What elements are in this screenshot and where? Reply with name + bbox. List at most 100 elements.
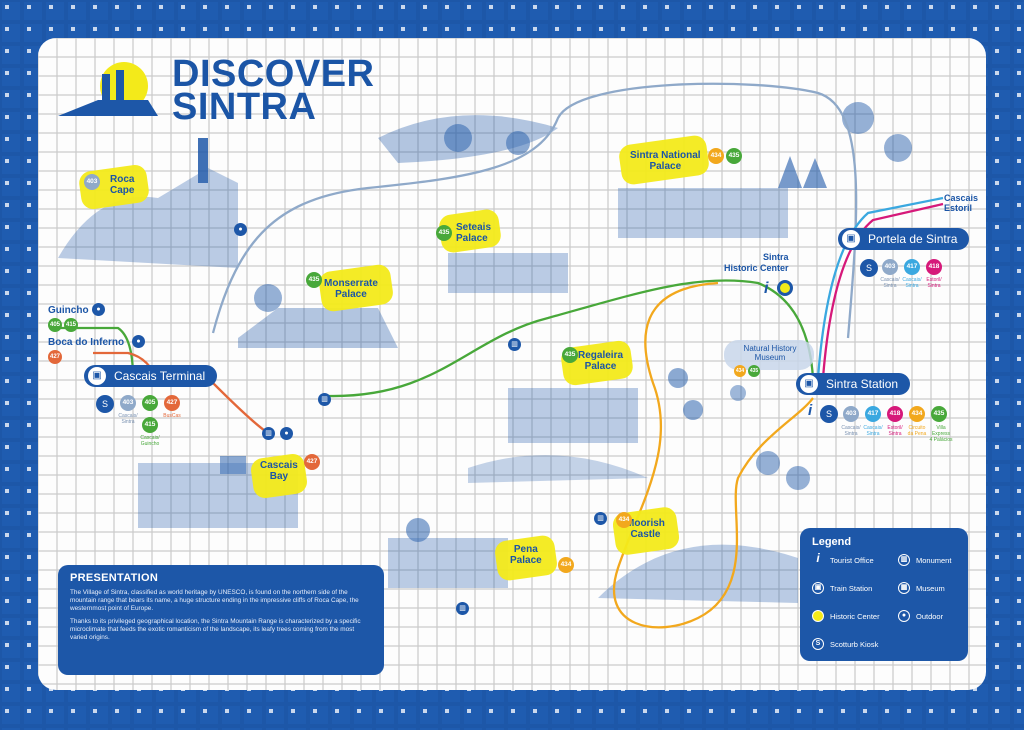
legend-museum-label: Museum [916,584,945,593]
seteais-route-435-badge[interactable]: 435 [436,225,452,241]
route-435-line [327,279,815,398]
seteais-label-1: Seteais [456,222,492,233]
seteais-label-2: Palace [456,233,488,244]
scotturb-kiosk-icon[interactable]: S [820,405,838,423]
route-418-line [821,202,944,379]
scotturb-kiosk-icon[interactable]: S [96,395,114,413]
dest-l1: Cascais [944,193,979,203]
place-guincho[interactable]: Guincho [48,305,89,316]
monserrate-label-2: Palace [335,289,367,300]
outdoor-icon[interactable]: ● [132,335,145,348]
sintra-route-435-badge[interactable]: 435 [931,406,947,422]
outdoor-icon[interactable]: ● [92,303,105,316]
sintra-route-403-badge[interactable]: 403 [843,406,859,422]
roca-route-403-badge[interactable]: 403 [84,174,100,190]
portela-route-417-badge[interactable]: 417 [904,259,920,275]
snp-route-434-badge[interactable]: 434 [708,148,724,164]
scs2-l2: Sintra [866,431,880,437]
tourist-office-icon[interactable]: i [764,280,769,297]
monument-icon[interactable]: ▥ [262,427,275,440]
station-cascais-terminal[interactable]: ▣Cascais Terminal [84,365,218,387]
portela-route-418-badge[interactable]: 418 [926,259,942,275]
legend-historic-icon [812,610,824,622]
cascais-route-427-badge[interactable]: 427 [164,395,180,411]
pes-l2: Sintra [927,283,941,289]
legend-kiosk-icon: S [812,638,824,650]
monument-icon[interactable]: ▥ [594,512,607,525]
illustrations [58,102,912,603]
portela-label: Portela de Sintra [868,232,958,246]
sintra-route-418-badge[interactable]: 418 [887,406,903,422]
pes-l1: Estoril/ [926,277,942,283]
presentation-paragraph-2: Thanks to its privileged geographical lo… [70,618,361,641]
sintra-cs2-label: Cascais/Sintra [860,425,886,437]
route-403-line [211,82,858,339]
legend-museum-icon: ▦ [898,582,910,594]
place-boca-do-inferno[interactable]: Boca do Inferno [48,337,125,348]
tourist-office-icon[interactable]: i [808,402,813,419]
monument-icon[interactable]: ▥ [318,393,331,406]
outdoor-icon[interactable]: ● [234,223,247,236]
cascais-bay-route-427-badge[interactable]: 427 [304,454,320,470]
route-434-line [612,281,814,629]
page-title: DISCOVER SINTRA [172,55,374,128]
regaleira-route-435-badge[interactable]: 435 [562,347,578,363]
cascais-bay-label-1: Cascais [260,460,298,471]
sintra-route-434-badge[interactable]: 434 [909,406,925,422]
cascais-bay-label-2: Bay [269,471,289,482]
legend-panel: Legend i Tourist Office ▣ Train Station … [800,528,968,661]
cascais-route-415-badge[interactable]: 415 [142,417,158,433]
guincho-route-405-badge[interactable]: 405 [48,318,62,332]
sintra-cs-label: Cascais/Sintra [838,425,864,437]
pena-route-434-badge[interactable]: 434 [558,557,574,573]
pcs-l1: Cascais/ [880,277,900,283]
boca-route-427-badge[interactable]: 427 [48,350,62,364]
monument-icon[interactable]: ▥ [508,338,521,351]
cascais-guincho-label: Cascais/Guincho [136,435,164,447]
station-sintra[interactable]: ▣Sintra Station [796,373,911,395]
cs-l2: Sintra [121,419,135,425]
monserrate-route-435-badge[interactable]: 435 [306,272,322,288]
moorish-route-434-badge[interactable]: 434 [616,512,632,528]
museum-route-434-badge[interactable]: 434 [734,365,746,377]
snp-label-1: Sintra National [630,150,701,161]
museum-route-435-badge[interactable]: 435 [748,365,760,377]
legend-historic-label: Historic Center [830,612,880,621]
station-portela-de-sintra[interactable]: ▣Portela de Sintra [838,228,970,250]
scs-l1: Cascais/ [841,425,861,431]
cascais-route-403-badge[interactable]: 403 [120,395,136,411]
portela-route-403-badge[interactable]: 403 [882,259,898,275]
legend-train-label: Train Station [830,584,873,593]
scotturb-kiosk-icon[interactable]: S [860,259,878,277]
cs-l1: Cascais/ [118,413,138,419]
snp-route-435-badge[interactable]: 435 [726,148,742,164]
cg-l2: Guincho [140,441,160,447]
sintra-route-417-badge[interactable]: 417 [865,406,881,422]
pena-label-2: Palace [510,555,542,566]
guincho-route-415-badge[interactable]: 415 [64,318,78,332]
presentation-paragraph-1: The Village of Sintra, classified as wor… [70,589,359,612]
sv-l1: Villa [936,425,946,431]
scs-l2: Sintra [844,431,858,437]
cascais-terminal-label: Cascais Terminal [114,369,206,383]
monument-icon[interactable]: ▥ [456,602,469,615]
logo-emblem [58,62,158,116]
sv-l3: 4 Palácios [929,437,953,443]
dest-l2: Estoril [944,203,973,213]
title-line-2: SINTRA [172,86,317,128]
route-lines [58,82,944,629]
historic-center-icon[interactable] [777,280,793,296]
outdoor-icon[interactable]: ● [280,427,293,440]
cascais-route-405-badge[interactable]: 405 [142,395,158,411]
